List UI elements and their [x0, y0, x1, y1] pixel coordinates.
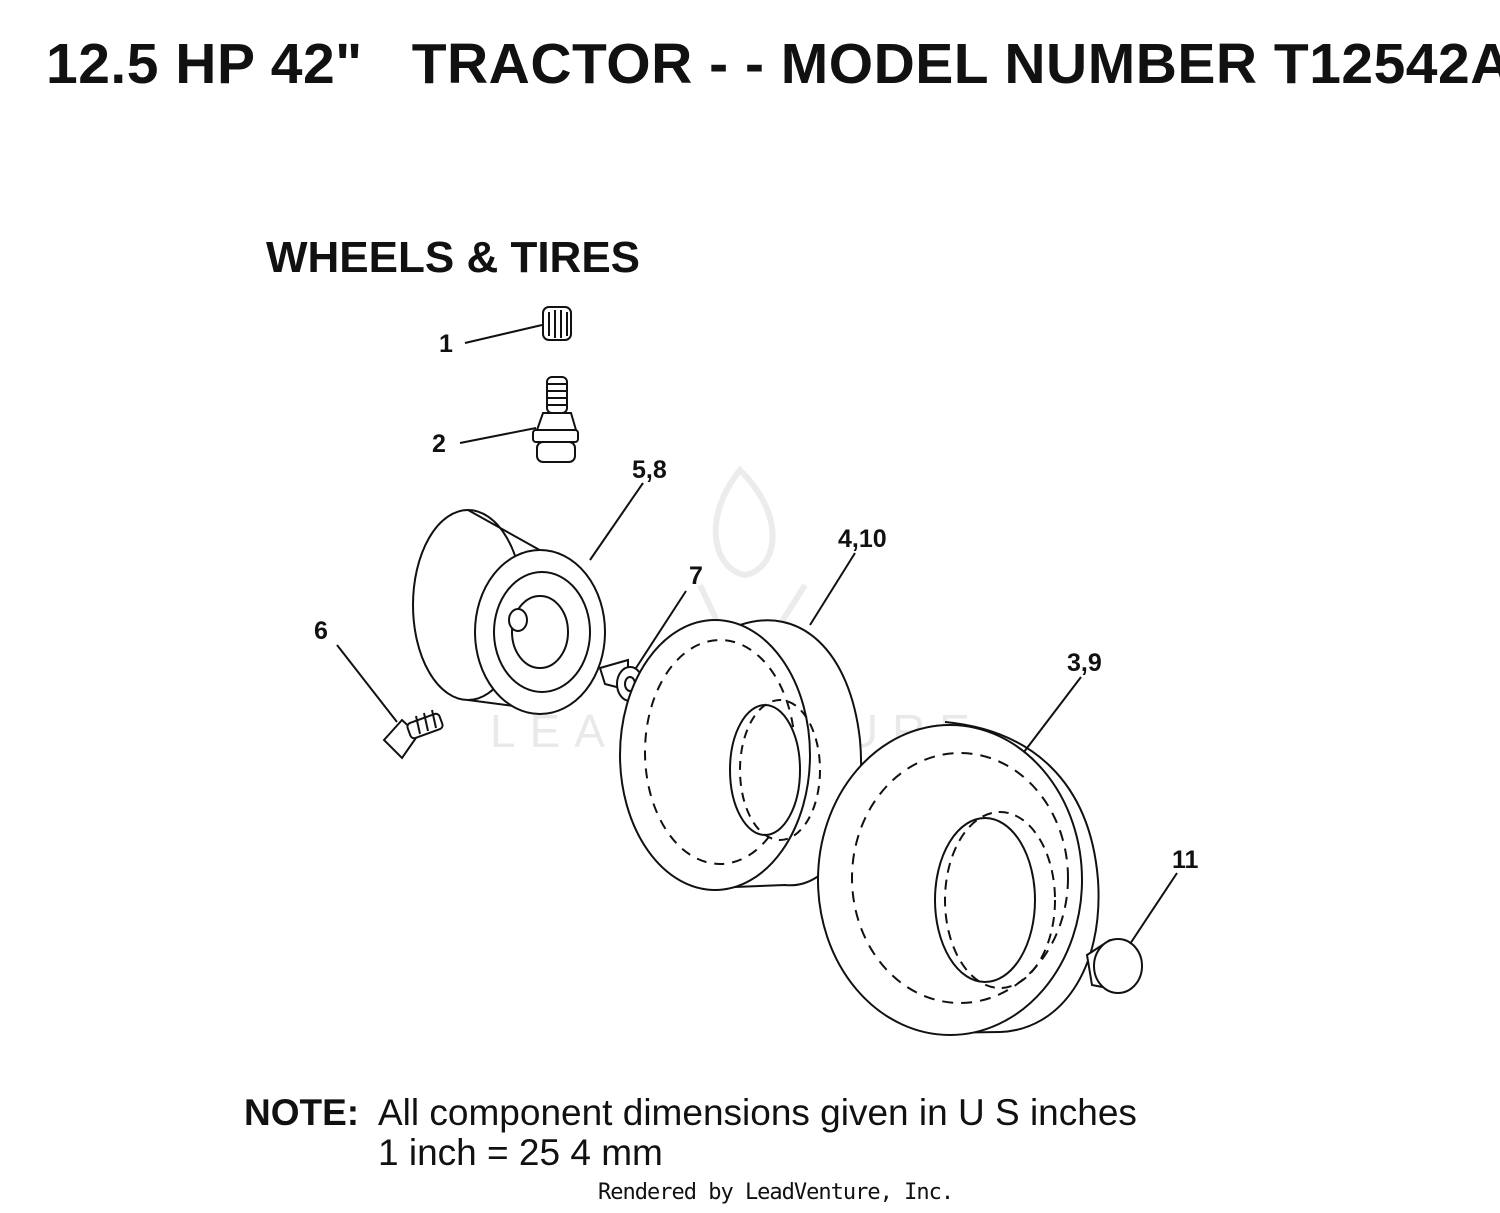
valve-cap-part — [542, 306, 572, 341]
callout-11: 11 — [1172, 846, 1199, 874]
callout-3-9: 3,9 — [1067, 649, 1102, 677]
callout-4-10: 4,10 — [838, 525, 887, 553]
callout-6: 6 — [314, 617, 328, 645]
rear-tire-part — [817, 721, 1100, 1036]
bolt-part — [382, 709, 444, 760]
hub-cap-part — [1085, 938, 1143, 994]
callout-7: 7 — [689, 562, 703, 590]
section-title: WHEELS & TIRES — [266, 233, 641, 282]
note-line-1: All component dimensions given in U S in… — [378, 1092, 1137, 1133]
callout-1: 1 — [439, 330, 453, 358]
page-title: 12.5 HP 42" TRACTOR - - MODEL NUMBER T12… — [46, 32, 1500, 96]
callout-5-8: 5,8 — [632, 456, 667, 484]
front-tire-part — [619, 619, 862, 891]
wheel-rim-part — [412, 509, 606, 715]
note-line-2: 1 inch = 25 4 mm — [378, 1132, 663, 1173]
note-label: NOTE: — [244, 1092, 360, 1133]
dimensions-note: NOTE: All component dimensions given in U… — [244, 1093, 1137, 1173]
rendered-by-footer: Rendered by LeadVenture, Inc. — [598, 1180, 954, 1205]
leader-lines — [336, 324, 1178, 945]
callout-2: 2 — [432, 430, 446, 458]
valve-stem-part — [532, 376, 579, 463]
